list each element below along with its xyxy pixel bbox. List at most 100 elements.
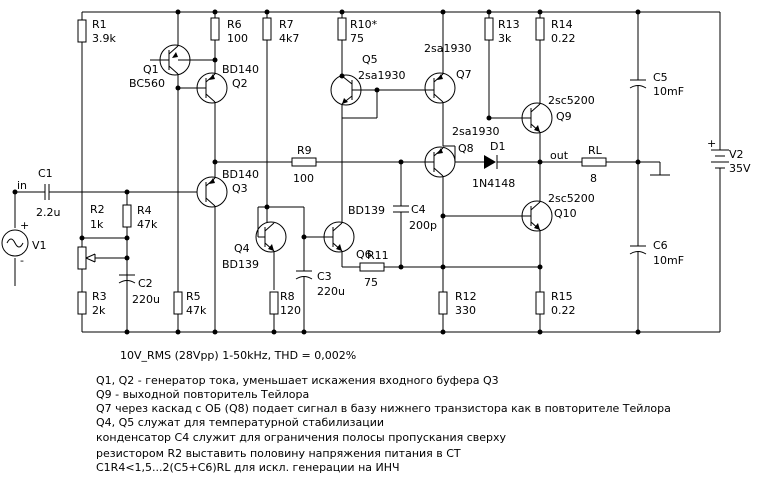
c1-label: C1 (38, 167, 53, 180)
r4-value: 47k (137, 218, 158, 231)
c4-label: C4 (411, 203, 426, 216)
r8-resistor (269, 291, 279, 315)
net-in-label: in (17, 179, 27, 192)
c6-label: C6 (653, 239, 668, 252)
q9-type: 2sc5200 (548, 94, 595, 107)
q4-transistor (255, 206, 304, 290)
c2-capacitor (118, 274, 136, 284)
net-out-label: out (550, 149, 569, 162)
q7-transistor (424, 12, 456, 146)
q6-transistor (304, 118, 360, 268)
note-line: конденсатор С4 служит для ограничения по… (96, 431, 507, 444)
d1-diode (484, 155, 540, 169)
r8-label: R8 (280, 290, 295, 303)
rl-label: RL (588, 144, 603, 157)
q10-transistor (443, 200, 553, 292)
r7-resistor (262, 17, 272, 41)
r13-resistor (484, 17, 494, 41)
q2-transistor (178, 72, 228, 172)
spec-note: 10V_RMS (28Vpp) 1-50kHz, THD = 0,002% (120, 349, 357, 362)
v2-value: 35V (729, 162, 751, 175)
d1-label: D1 (490, 140, 505, 153)
r3-resistor (77, 291, 87, 315)
r1-value: 3.9k (92, 32, 116, 45)
q8-type: 2sa1930 (452, 125, 499, 138)
r4-label: R4 (137, 204, 152, 217)
c5-label: C5 (653, 71, 668, 84)
q8-label: Q8 (458, 142, 474, 155)
note-line: резистором R2 выставить половину напряже… (96, 447, 461, 460)
r2-label: R2 (90, 203, 105, 216)
v2-label: V2 (729, 148, 744, 161)
note-line: Q1, Q2 - генератор тока, уменьшает искаж… (96, 374, 499, 387)
q5-transistor (330, 74, 378, 119)
q4-label: Q4 (234, 242, 250, 255)
q8-transistor (420, 145, 484, 292)
ground-symbol (650, 162, 670, 176)
r15-label: R15 (551, 290, 573, 303)
r10-value: 75 (350, 32, 364, 45)
r13-label: R13 (498, 18, 520, 31)
q1-label: Q1 (143, 63, 159, 76)
c1-capacitor (44, 184, 197, 200)
r13-value: 3k (498, 32, 512, 45)
c6-capacitor (629, 245, 647, 332)
r6-label: R6 (227, 18, 242, 31)
c2-label: C2 (138, 277, 153, 290)
r9-value: 100 (293, 172, 314, 185)
q3-type: BD140 (222, 168, 259, 181)
c1-value: 2.2u (36, 206, 60, 219)
c4-capacitor (393, 205, 409, 267)
q10-label: Q10 (554, 207, 577, 220)
q4-type: BD139 (222, 258, 259, 271)
r6-value: 100 (227, 32, 248, 45)
q5-type: 2sa1930 (358, 69, 405, 82)
r15-resistor (535, 291, 545, 315)
r11-value: 75 (364, 276, 378, 289)
q9-transistor (521, 102, 553, 202)
r10-resistor (337, 17, 347, 41)
r1-label: R1 (92, 18, 107, 31)
q6-type: BD139 (348, 204, 385, 217)
r2-value: 1k (90, 218, 104, 231)
r3-label: R3 (92, 290, 107, 303)
r12-label: R12 (455, 290, 477, 303)
c4-value: 200p (409, 219, 437, 232)
r7-value: 4k7 (279, 32, 299, 45)
r5-label: R5 (186, 290, 201, 303)
r6-resistor (210, 17, 220, 41)
rl-resistor (581, 157, 607, 167)
q9-label: Q9 (556, 110, 572, 123)
r12-resistor (438, 291, 448, 315)
r14-label: R14 (551, 18, 573, 31)
c5-value: 10mF (653, 85, 684, 98)
rl-value: 8 (590, 172, 597, 185)
v1-source: + - (1, 219, 29, 267)
r5-value: 47k (186, 304, 207, 317)
note-line: Q7 через каскад с ОБ (Q8) подает сигнал … (96, 402, 671, 415)
r3-value: 2k (92, 304, 106, 317)
q2-type: BD140 (222, 63, 259, 76)
r1-resistor (77, 19, 87, 43)
r11-label: R11 (367, 249, 389, 262)
r9-label: R9 (297, 144, 312, 157)
r7-label: R7 (279, 18, 294, 31)
q7-label: Q7 (456, 68, 472, 81)
q5-label: Q5 (362, 53, 378, 66)
r11-resistor (359, 262, 385, 272)
note-line: C1R4<1,5...2(C5+C6)RL для искл. генераци… (96, 461, 400, 474)
c3-value: 220u (317, 285, 345, 298)
c6-value: 10mF (653, 254, 684, 267)
bottom-rail (82, 174, 721, 333)
r14-value: 0.22 (551, 32, 576, 45)
c3-label: C3 (317, 270, 332, 283)
v1-label: V1 (32, 239, 47, 252)
q1-type: BC560 (129, 77, 165, 90)
r10-label: R10* (350, 18, 378, 31)
d1-value: 1N4148 (472, 177, 515, 190)
r5-resistor (173, 291, 183, 315)
r15-value: 0.22 (551, 304, 576, 317)
note-line: Q9 - выходной повторитель Тейлора (96, 388, 310, 401)
note-line: Q4, Q5 служат для температурной стабилиз… (96, 416, 385, 429)
